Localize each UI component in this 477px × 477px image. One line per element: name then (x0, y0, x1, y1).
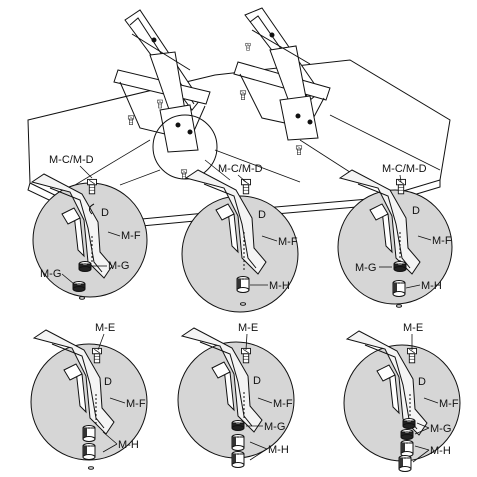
magnifier-3 (337, 169, 453, 308)
label-m-cd-1: M-C/M-D (49, 154, 94, 166)
label-m-e-6: M-E (403, 322, 423, 334)
label-m-f-2: M-F (278, 236, 298, 248)
label-d-6: D (418, 376, 426, 388)
label-m-g-1a: M-G (108, 260, 129, 272)
magnifier-5 (177, 327, 295, 468)
label-m-e-5: M-E (238, 322, 258, 334)
label-d-2: D (258, 209, 266, 221)
label-m-f-3: M-F (432, 235, 452, 247)
label-m-h-6: M-H (430, 445, 451, 457)
detail-callout-circle (152, 114, 218, 180)
label-m-f-6: M-F (439, 398, 459, 410)
label-m-g-5: M-G (264, 421, 285, 433)
label-d-4: D (104, 376, 112, 388)
right-arm-screw-b (295, 145, 303, 155)
magnifier-2 (181, 169, 299, 313)
label-m-h-2: M-H (269, 280, 290, 292)
magnifier-1 (31, 173, 148, 300)
label-m-f-1: M-F (121, 230, 141, 242)
label-m-e-4: M-E (95, 322, 115, 334)
label-m-g-1b: M-G (40, 268, 61, 280)
label-m-cd-3: M-C/M-D (382, 163, 427, 175)
left-arm-screw-b (157, 99, 163, 109)
right-mounting-arm (233, 7, 331, 141)
label-m-h-5: M-H (268, 444, 289, 456)
label-d-5: D (253, 375, 261, 387)
label-d-3: D (412, 205, 420, 217)
label-m-h-4: M-H (118, 439, 139, 451)
label-m-cd-2: M-C/M-D (218, 163, 263, 175)
right-arm-screw-c (245, 42, 251, 51)
label-m-f-5: M-F (273, 398, 293, 410)
magnifier-4 (30, 329, 148, 470)
label-m-g-6: M-G (430, 423, 451, 435)
label-m-f-4: M-F (126, 398, 146, 410)
label-d-1: D (101, 207, 109, 219)
left-mounting-arm (113, 9, 211, 153)
magnifier-6 (343, 330, 461, 472)
label-m-g-3: M-G (355, 262, 376, 274)
label-m-h-3: M-H (421, 280, 442, 292)
